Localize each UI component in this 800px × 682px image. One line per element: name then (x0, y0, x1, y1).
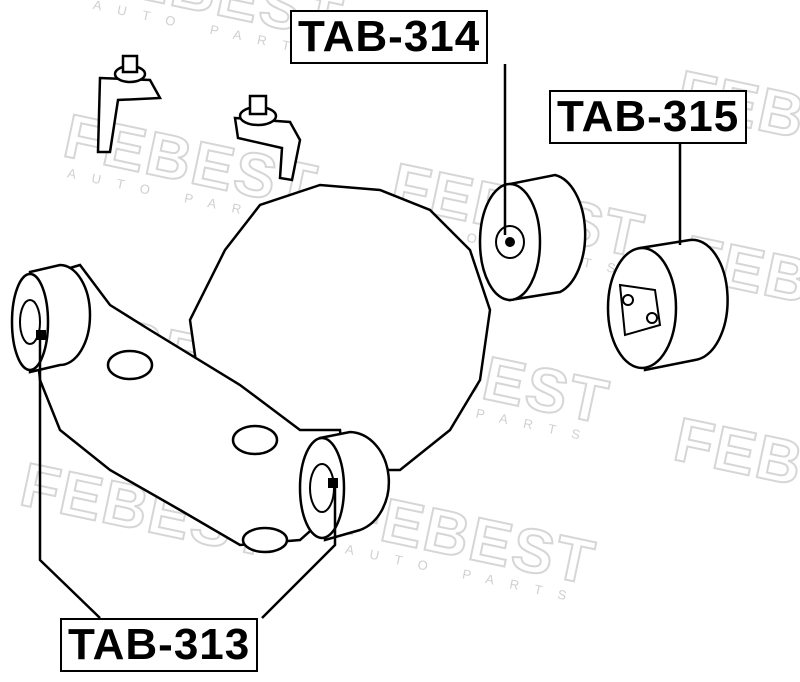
bushing-tab-313-right (298, 430, 391, 542)
leader-lines (38, 64, 682, 619)
bushing-tab-315 (606, 238, 729, 372)
watermark-logo: FEBEST (668, 405, 800, 526)
mount-stud (241, 526, 289, 554)
bracket-left (96, 54, 163, 154)
part-label-tab-315: TAB-315 (549, 90, 748, 144)
part-label-tab-314: TAB-314 (290, 10, 489, 64)
mount-stud (106, 349, 154, 381)
part-label-tab-313: TAB-313 (60, 618, 259, 672)
mount-stud (231, 424, 279, 456)
bushing-tab-313-left (10, 263, 92, 374)
bracket-right (233, 94, 302, 182)
bushing-tab-314 (478, 173, 587, 302)
